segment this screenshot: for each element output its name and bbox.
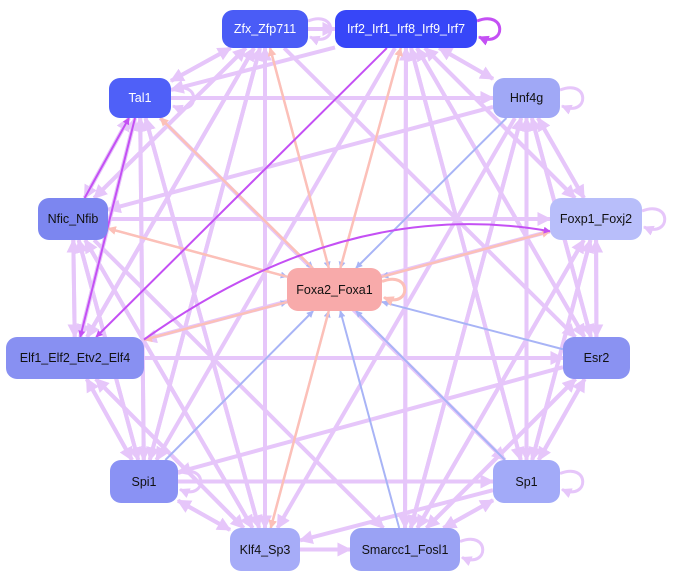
edge-sp1-to-esr2 <box>536 377 587 461</box>
node-sp1[interactable]: Sp1 <box>493 460 560 503</box>
self-loop-zfx <box>307 17 333 46</box>
edge-esr2-to-foxa2 <box>381 300 564 351</box>
self-loop-smarcc1 <box>459 537 485 567</box>
edge-nfic-to-tal1 <box>83 117 130 199</box>
edge-elf1-to-nfic <box>66 238 81 338</box>
edge-smarcc1-to-sp1 <box>442 498 495 530</box>
edge-hnf4g-to-klf4 <box>275 116 517 530</box>
self-loop-foxp1 <box>641 207 667 236</box>
node-label: Sp1 <box>515 474 538 489</box>
self-loop-sp1 <box>559 469 585 499</box>
self-loop-hnf4g <box>559 86 585 115</box>
edge-sp1-to-foxp1 <box>530 238 594 461</box>
self-loop-tal1 <box>170 86 196 115</box>
edge-elf1-to-foxp1 <box>143 223 551 341</box>
node-hnf4g[interactable]: Hnf4g <box>493 78 560 118</box>
edge-sp1-to-foxa2 <box>355 310 506 461</box>
self-loop-spi1 <box>177 469 203 499</box>
node-foxp1-foxj2[interactable]: Foxp1_Foxj2 <box>550 198 642 240</box>
edge-foxa2-to-klf4 <box>268 310 330 529</box>
node-foxa2-foxa1[interactable]: Foxa2_Foxa1 <box>287 268 382 311</box>
edge-irf-to-elf1 <box>95 47 388 338</box>
edge-foxp1-to-irf <box>423 46 577 200</box>
edge-irf-to-spi1 <box>154 46 397 462</box>
edge-foxa2-to-foxp1 <box>381 229 551 278</box>
edge-foxa2-to-zfx <box>267 47 330 269</box>
edge-spi1-to-foxa2 <box>164 310 314 461</box>
node-label: Spi1 <box>131 474 157 489</box>
node-zfx-zfp711[interactable]: Zfx_Zfp711 <box>222 10 308 48</box>
edge-hnf4g-to-foxa2 <box>355 117 508 269</box>
edge-spi1-to-tal1 <box>133 116 148 461</box>
node-label: Irf2_Irf1_Irf8_Irf9_Irf7 <box>346 22 466 36</box>
node-label: Nfic_Nfib <box>47 212 99 226</box>
self-loop-foxa2 <box>381 277 407 307</box>
node-label: Foxa2_Foxa1 <box>296 282 373 297</box>
node-esr2[interactable]: Esr2 <box>563 337 630 379</box>
node-klf4-sp3[interactable]: Klf4_Sp3 <box>230 528 300 571</box>
edge-nfic-to-zfx <box>92 46 248 200</box>
edge-spi1-to-elf1 <box>84 377 134 461</box>
edge-klf4-to-elf1 <box>94 377 246 530</box>
edge-foxa2-to-elf1 <box>143 300 288 343</box>
edge-smarcc1-to-foxa2 <box>338 310 401 529</box>
edge-smarcc1-to-foxp1 <box>415 238 586 530</box>
node-label: Tal1 <box>128 91 152 105</box>
node-label: Zfx_Zfp711 <box>233 22 297 36</box>
node-tal1[interactable]: Tal1 <box>109 78 171 118</box>
node-label: Smarcc1_Fosl1 <box>361 542 449 557</box>
node-elf1-elf2-etv2-elf4[interactable]: Elf1_Elf2_Etv2_Elf4 <box>6 337 144 379</box>
edge-tal1-to-zfx <box>170 46 232 83</box>
node-spi1[interactable]: Spi1 <box>110 460 178 503</box>
node-label: Hnf4g <box>509 91 544 105</box>
edge-hnf4g-to-irf <box>437 46 494 81</box>
edge-foxa2-to-nfic <box>107 226 288 278</box>
edge-klf4-to-tal1 <box>142 116 261 529</box>
edge-foxa2-to-irf <box>339 47 403 269</box>
edge-klf4-to-spi1 <box>176 498 231 532</box>
edge-foxa2-to-tal1 <box>159 117 314 269</box>
node-label: Foxp1_Foxj2 <box>559 212 633 226</box>
node-label: Esr2 <box>583 351 610 365</box>
node-nfic-nfib[interactable]: Nfic_Nfib <box>38 198 108 240</box>
node-irf2-irf1-irf8-irf9-irf7[interactable]: Irf2_Irf1_Irf8_Irf9_Irf7 <box>335 10 477 48</box>
node-smarcc1-fosl1[interactable]: Smarcc1_Fosl1 <box>350 528 460 571</box>
node-label: Elf1_Elf2_Etv2_Elf4 <box>19 351 131 365</box>
edge-smarcc1-to-esr2 <box>425 377 577 530</box>
edge-klf4-to-nfic <box>83 238 255 530</box>
edge-foxp1-to-hnf4g <box>536 116 586 199</box>
self-loop-irf <box>476 17 502 46</box>
node-label: Klf4_Sp3 <box>239 542 291 557</box>
